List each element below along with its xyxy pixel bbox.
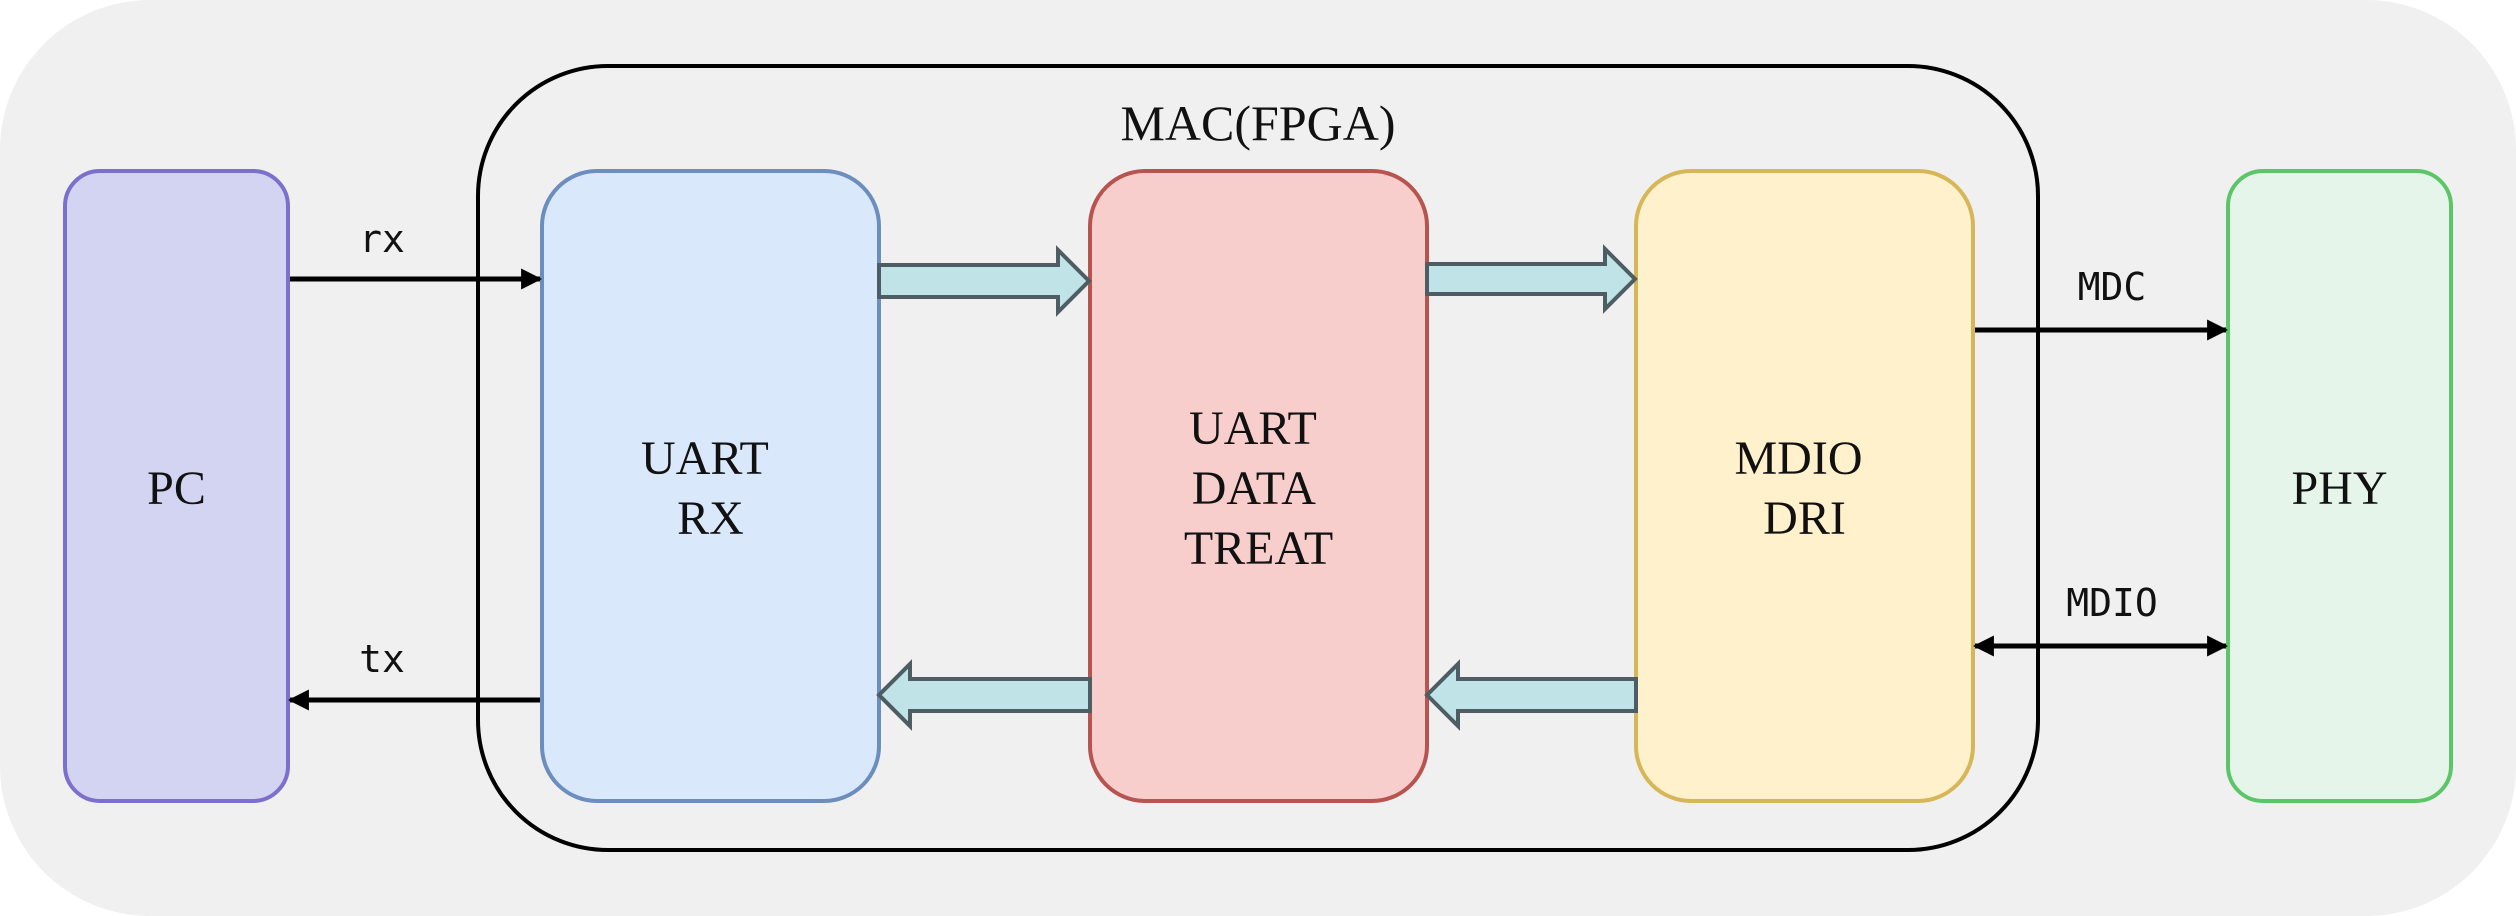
pc-label: PC [147,462,206,515]
mac-fpga-label: MAC(FPGA) [1120,95,1395,151]
phy-block: PHY [2226,169,2453,803]
bus-arrow-treat-to-mdio [1425,244,1638,314]
svg-text:PHY: PHY [2291,462,2387,515]
uart-rx-label-line1: UART [641,432,768,485]
mdc-signal-label: MDC [2078,265,2147,309]
uart-data-treat-label-line1: UART [1189,402,1316,455]
uart-rx-block: UART RX [540,169,881,803]
mdio-dri-block: MDIO DRI [1634,169,1975,803]
bus-arrow-rx-to-treat [877,245,1092,317]
rx-signal-label: rx [359,217,405,261]
tx-signal-label: tx [359,637,405,681]
mac-fpga-container [476,64,2040,852]
bus-arrow-mdio-to-treat [1424,659,1638,731]
svg-text:MDIO DRI: MDIO DRI [1735,432,1875,545]
uart-data-treat-label-line2: DATA [1192,462,1316,515]
phy-label: PHY [2291,462,2387,515]
mdio-signal-label: MDIO [2066,581,2158,625]
mdio-dri-label-line1: MDIO [1735,432,1863,485]
uart-data-treat-label-line3: TREAT [1184,522,1333,575]
svg-text:PC: PC [147,462,206,515]
uart-rx-label-line2: RX [677,492,744,545]
mdio-dri-label-line2: DRI [1763,492,1846,545]
bus-arrow-treat-to-rx [876,659,1092,731]
svg-text:UART RX: UART RX [641,432,780,545]
pc-block: PC [63,169,290,803]
svg-text:UART DATA TREA: UART DATA TREAT [1184,402,1333,575]
uart-data-treat-block: UART DATA TREAT [1088,169,1429,803]
